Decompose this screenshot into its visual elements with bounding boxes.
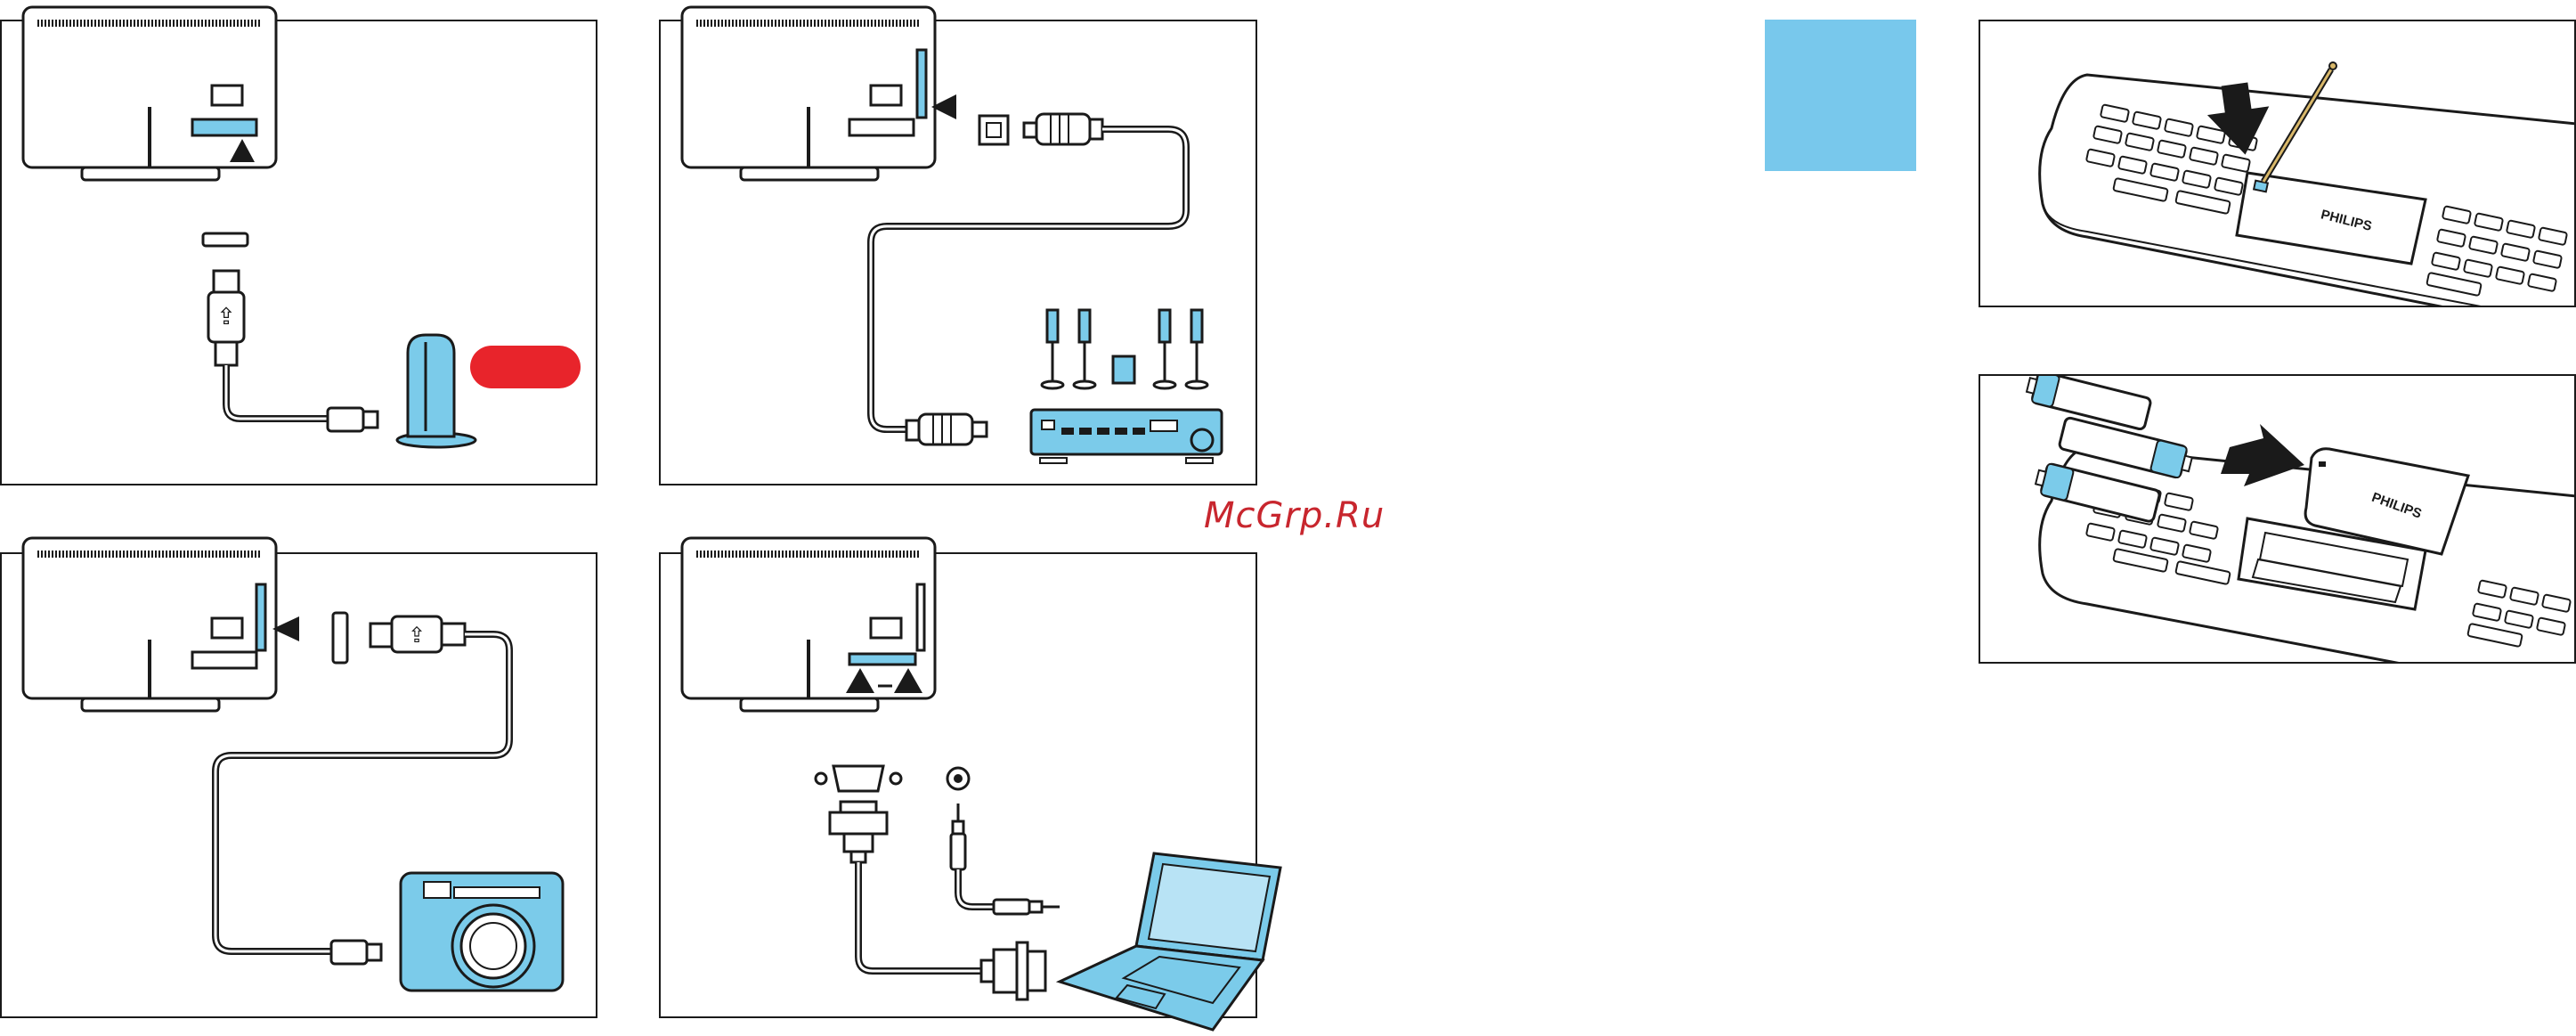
svg-text:⇪: ⇪ — [408, 624, 426, 648]
usb-wifi-diagram: ⇪ — [2, 21, 599, 487]
panel-vga-laptop — [659, 552, 1257, 1018]
optical-port-icon — [979, 116, 1008, 144]
usb-cable-end-icon — [331, 941, 381, 964]
usb-port-icon — [333, 613, 347, 663]
remote-battery-diagram: PHILIPS — [1980, 376, 2576, 664]
panel-digital-audio — [659, 20, 1257, 485]
vga-port-icon — [816, 766, 901, 791]
tv-icon — [23, 7, 276, 180]
speakers-icon — [1042, 310, 1207, 388]
panel-usb-wifi: ⇪ — [0, 20, 597, 485]
panel-usb-camera: ⇪ — [0, 552, 597, 1018]
wifi-adapter-icon — [397, 335, 581, 447]
vga-laptop-diagram — [661, 554, 1259, 1020]
tv-icon — [682, 7, 956, 180]
vga-plug-icon — [981, 942, 1045, 999]
usb-port-icon — [203, 233, 248, 246]
usb-plug-icon: ⇪ — [208, 271, 244, 365]
audio-jack-icon — [994, 900, 1060, 914]
optical-plug-icon — [1024, 114, 1102, 144]
panel-remote-reset: PHILIPS — [1979, 20, 2576, 307]
watermark-text: McGrp.Ru — [1204, 495, 1385, 536]
laptop-icon — [1060, 853, 1280, 1030]
remote-reset-diagram: PHILIPS — [1980, 21, 2576, 307]
digital-audio-diagram — [661, 21, 1259, 487]
usb-plug-icon: ⇪ — [370, 616, 465, 652]
av-receiver-icon — [1031, 410, 1222, 463]
blue-chapter-block — [1765, 20, 1916, 171]
camera-icon — [401, 873, 563, 991]
audio-jack-icon — [951, 804, 965, 869]
usb-camera-diagram: ⇪ — [2, 554, 599, 1020]
remote-control-icon — [2040, 447, 2576, 664]
audio-port-icon — [947, 768, 969, 789]
svg-text:⇪: ⇪ — [216, 303, 236, 330]
panel-remote-batteries: PHILIPS — [1979, 374, 2576, 664]
usb-cable-end-icon — [328, 408, 378, 431]
vga-plug-icon — [830, 802, 887, 862]
tv-icon — [682, 538, 935, 711]
tv-icon — [23, 538, 299, 711]
optical-plug-icon — [906, 414, 987, 445]
